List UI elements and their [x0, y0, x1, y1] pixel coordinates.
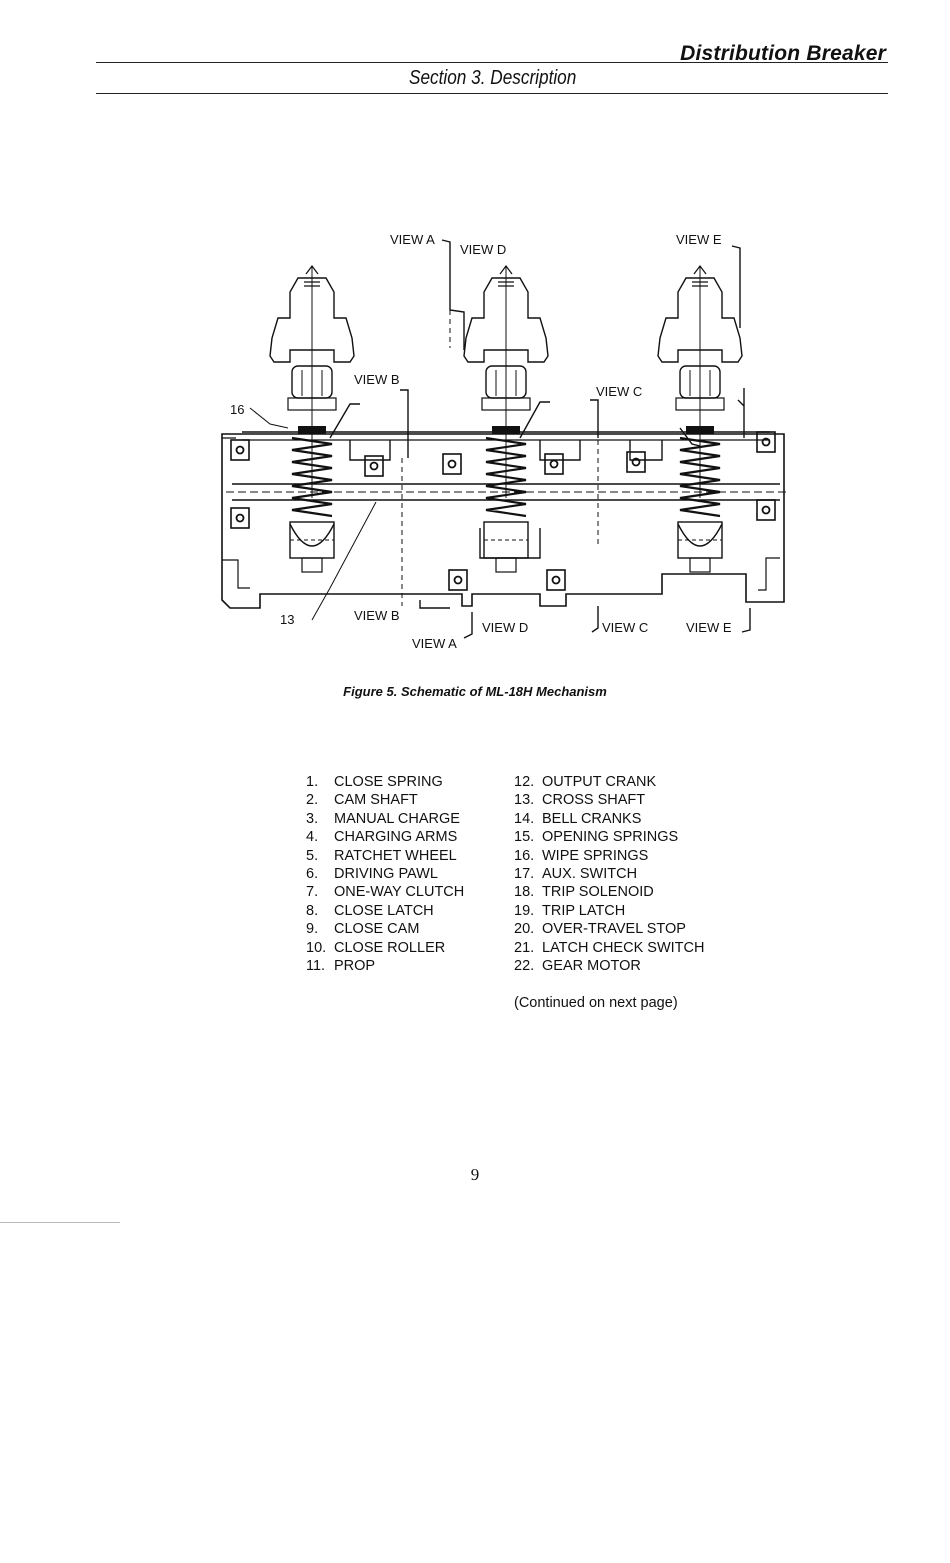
legend-item: 6.DRIVING PAWL [306, 866, 438, 883]
legend-item: 14.BELL CRANKS [514, 810, 642, 827]
label-view-b-top: VIEW B [354, 372, 400, 387]
legend-item: 2.CAM SHAFT [306, 792, 418, 809]
continued-note: (Continued on next page) [514, 995, 678, 1011]
legend-item: 12.OUTPUT CRANK [514, 774, 657, 790]
header-rule-top [96, 62, 888, 63]
legend-item: 16.WIPE SPRINGS [514, 847, 649, 864]
label-ref-16: 16 [230, 402, 244, 417]
legend-item: 8.CLOSE LATCH [306, 902, 434, 919]
legend-item: 13.CROSS SHAFT [514, 792, 646, 809]
label-ref-13: 13 [280, 612, 294, 627]
page-number: 9 [470, 1165, 480, 1184]
mechanism-schematic-drawing: VIEW A VIEW D VIEW E VIEW B VIEW C 16 13… [221, 232, 786, 651]
legend-item: 5.RATCHET WHEEL [306, 847, 457, 864]
document-title: Distribution Breaker [680, 42, 886, 65]
legend-item: 4.CHARGING ARMS [306, 829, 458, 846]
legend-item: 10.CLOSE ROLLER [306, 939, 446, 956]
parts-legend-left: 1.CLOSE SPRING 2.CAM SHAFT 3.MANUAL CHAR… [306, 773, 464, 975]
legend-item: 19.TRIP LATCH [514, 902, 626, 919]
label-view-c-top: VIEW C [596, 384, 642, 399]
label-bottom-view-e: VIEW E [686, 620, 732, 635]
legend-item: 21.LATCH CHECK SWITCH [514, 939, 705, 956]
label-bottom-view-b: VIEW B [354, 608, 400, 623]
label-top-view-e: VIEW E [676, 232, 722, 247]
label-bottom-view-a: VIEW A [412, 636, 457, 651]
label-bottom-view-c: VIEW C [602, 620, 648, 635]
figure-caption: Figure 5. Schematic of ML-18H Mechanism [343, 684, 607, 699]
legend-item: 3.MANUAL CHARGE [306, 810, 460, 827]
label-bottom-view-d: VIEW D [482, 620, 528, 635]
scan-artifact-line [0, 1222, 120, 1223]
legend-item: 15.OPENING SPRINGS [514, 829, 679, 846]
label-top-view-d: VIEW D [460, 242, 506, 257]
legend-item: 1.CLOSE SPRING [306, 774, 443, 790]
legend-item: 17.AUX. SWITCH [514, 866, 638, 883]
legend-item: 7.ONE-WAY CLUTCH [306, 884, 465, 901]
header-rule-bottom [96, 93, 888, 94]
legend-item: 22.GEAR MOTOR [514, 958, 641, 975]
section-title: Section 3. Description [409, 67, 577, 89]
parts-legend-right: 12.OUTPUT CRANK 13.CROSS SHAFT 14.BELL C… [514, 773, 704, 975]
legend-item: 20.OVER-TRAVEL STOP [514, 921, 686, 938]
mechanism-schematic-figure: VIEW A VIEW D VIEW E VIEW B VIEW C 16 13… [210, 228, 800, 668]
legend-item: 11.PROP [306, 958, 376, 975]
label-top-view-a: VIEW A [390, 232, 435, 247]
legend-item: 9.CLOSE CAM [306, 921, 420, 938]
legend-item: 18.TRIP SOLENOID [514, 884, 654, 901]
